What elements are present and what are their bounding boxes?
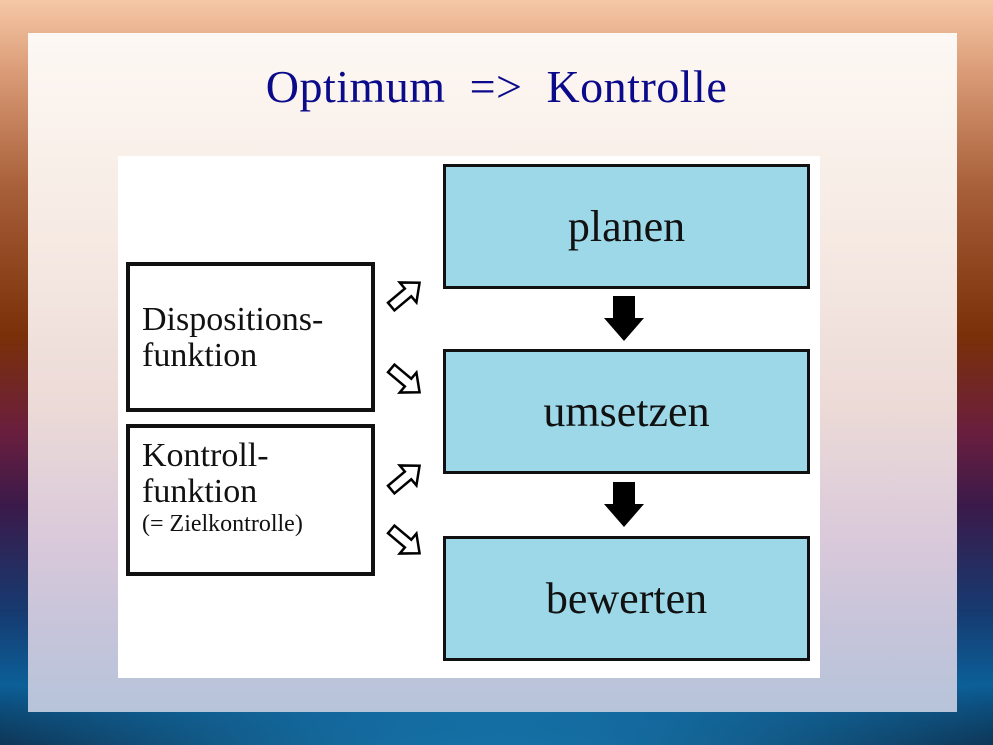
function-line: funktion	[142, 337, 258, 374]
down-arrow-icon	[604, 296, 644, 341]
hollow-arrow-up-right-icon	[386, 281, 422, 313]
hollow-arrow-up-right-icon	[386, 464, 422, 496]
process-diagram: planen umsetzen bewerten Dispositions- f…	[118, 156, 820, 678]
stage-label-bewerten: bewerten	[545, 574, 708, 623]
function-line: Dispositions-	[142, 301, 324, 338]
function-line: funktion	[142, 473, 258, 510]
stage-box-planen: planen	[443, 164, 810, 289]
function-line: Kontroll-	[142, 437, 269, 474]
hollow-arrow-down-right-icon	[386, 523, 422, 555]
slide-title: Optimum => Kontrolle	[265, 61, 728, 112]
stage-box-bewerten: bewerten	[443, 536, 810, 661]
stage-label-umsetzen: umsetzen	[543, 387, 710, 436]
stage-box-umsetzen: umsetzen	[443, 349, 810, 474]
down-arrow-icon	[604, 482, 644, 527]
function-box-disposition: Dispositions- funktion	[126, 262, 375, 412]
stage-label-planen: planen	[567, 202, 686, 251]
function-box-kontrolle: Kontroll- funktion (= Zielkontrolle)	[126, 424, 375, 576]
hollow-arrow-down-right-icon	[386, 362, 422, 394]
function-note: (= Zielkontrolle)	[142, 511, 303, 537]
